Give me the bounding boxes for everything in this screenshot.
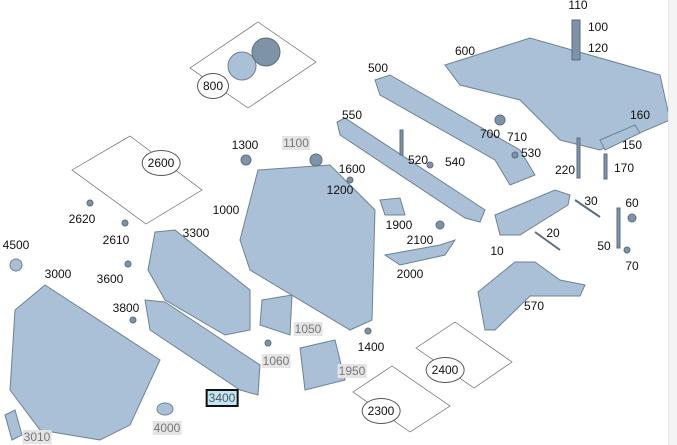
part-2000 xyxy=(383,239,457,266)
callout-500[interactable]: 500 xyxy=(367,61,389,75)
part-800-emblem xyxy=(227,51,257,81)
callout-600[interactable]: 600 xyxy=(454,44,476,58)
callout-3300[interactable]: 3300 xyxy=(182,226,210,240)
part-3300 xyxy=(147,229,251,336)
callout-3600[interactable]: 3600 xyxy=(96,272,124,286)
callout-1600[interactable]: 1600 xyxy=(338,162,366,176)
callout-530[interactable]: 530 xyxy=(520,146,542,160)
callout-70[interactable]: 70 xyxy=(625,259,639,273)
callout-2000[interactable]: 2000 xyxy=(396,267,424,281)
callout-50[interactable]: 50 xyxy=(597,239,611,253)
callout-3010[interactable]: 3010 xyxy=(22,430,52,444)
callout-2600[interactable]: 2600 xyxy=(141,150,181,176)
callout-1100[interactable]: 1100 xyxy=(282,136,310,150)
callout-110[interactable]: 110 xyxy=(568,0,588,12)
part-4000 xyxy=(156,402,174,416)
part-800-emblem-back xyxy=(251,37,281,67)
callout-160[interactable]: 160 xyxy=(629,108,651,122)
callout-10[interactable]: 10 xyxy=(490,244,504,258)
part-3000 xyxy=(9,284,161,441)
callout-2400[interactable]: 2400 xyxy=(425,357,465,383)
callout-1050[interactable]: 1050 xyxy=(293,322,323,336)
part-1050 xyxy=(259,294,293,336)
callout-1060[interactable]: 1060 xyxy=(261,354,291,368)
callout-100[interactable]: 100 xyxy=(587,20,609,34)
part-550 xyxy=(336,117,486,223)
callout-1950[interactable]: 1950 xyxy=(337,364,367,378)
bolts xyxy=(86,114,637,347)
callout-4500[interactable]: 4500 xyxy=(2,238,30,252)
callout-1300[interactable]: 1300 xyxy=(231,138,259,152)
callout-1000[interactable]: 1000 xyxy=(212,203,240,217)
callout-3000[interactable]: 3000 xyxy=(44,267,72,281)
callout-170[interactable]: 170 xyxy=(613,161,635,175)
callout-800[interactable]: 800 xyxy=(196,73,230,99)
callout-1900[interactable]: 1900 xyxy=(385,218,413,232)
callout-540[interactable]: 540 xyxy=(444,155,466,169)
callout-3400[interactable]: 3400 xyxy=(205,389,239,407)
callout-4000[interactable]: 4000 xyxy=(152,421,182,435)
callout-2610[interactable]: 2610 xyxy=(102,233,130,247)
part-1950 xyxy=(299,339,346,391)
callout-550[interactable]: 550 xyxy=(341,108,363,122)
callout-2620[interactable]: 2620 xyxy=(68,212,96,226)
callout-30[interactable]: 30 xyxy=(584,194,598,208)
part-3400-grille xyxy=(144,299,261,396)
part-500 xyxy=(374,74,536,186)
part-570 xyxy=(477,261,586,331)
callout-2300[interactable]: 2300 xyxy=(361,398,401,424)
callout-1400[interactable]: 1400 xyxy=(357,340,385,354)
callout-700[interactable]: 700 xyxy=(479,127,501,141)
callout-120[interactable]: 120 xyxy=(587,41,609,55)
part-3010 xyxy=(4,409,23,441)
callout-710[interactable]: 710 xyxy=(506,130,528,144)
group-frame-800 xyxy=(189,21,317,109)
group-frame-2600 xyxy=(71,135,203,225)
part-10 xyxy=(494,189,571,236)
part-1900 xyxy=(379,197,406,216)
part-1000 xyxy=(239,164,376,331)
part-150 xyxy=(599,124,641,151)
callout-520[interactable]: 520 xyxy=(407,153,429,167)
callout-3800[interactable]: 3800 xyxy=(112,301,140,315)
scrollbar[interactable] xyxy=(668,0,677,445)
callout-150[interactable]: 150 xyxy=(621,138,643,152)
callout-1200[interactable]: 1200 xyxy=(326,183,354,197)
part-4500 xyxy=(9,258,23,272)
callout-20[interactable]: 20 xyxy=(546,226,560,240)
callout-220[interactable]: 220 xyxy=(554,163,576,177)
callout-2100[interactable]: 2100 xyxy=(406,233,434,247)
callout-570[interactable]: 570 xyxy=(523,299,545,313)
part-100 xyxy=(571,19,581,61)
callout-60[interactable]: 60 xyxy=(625,196,639,210)
